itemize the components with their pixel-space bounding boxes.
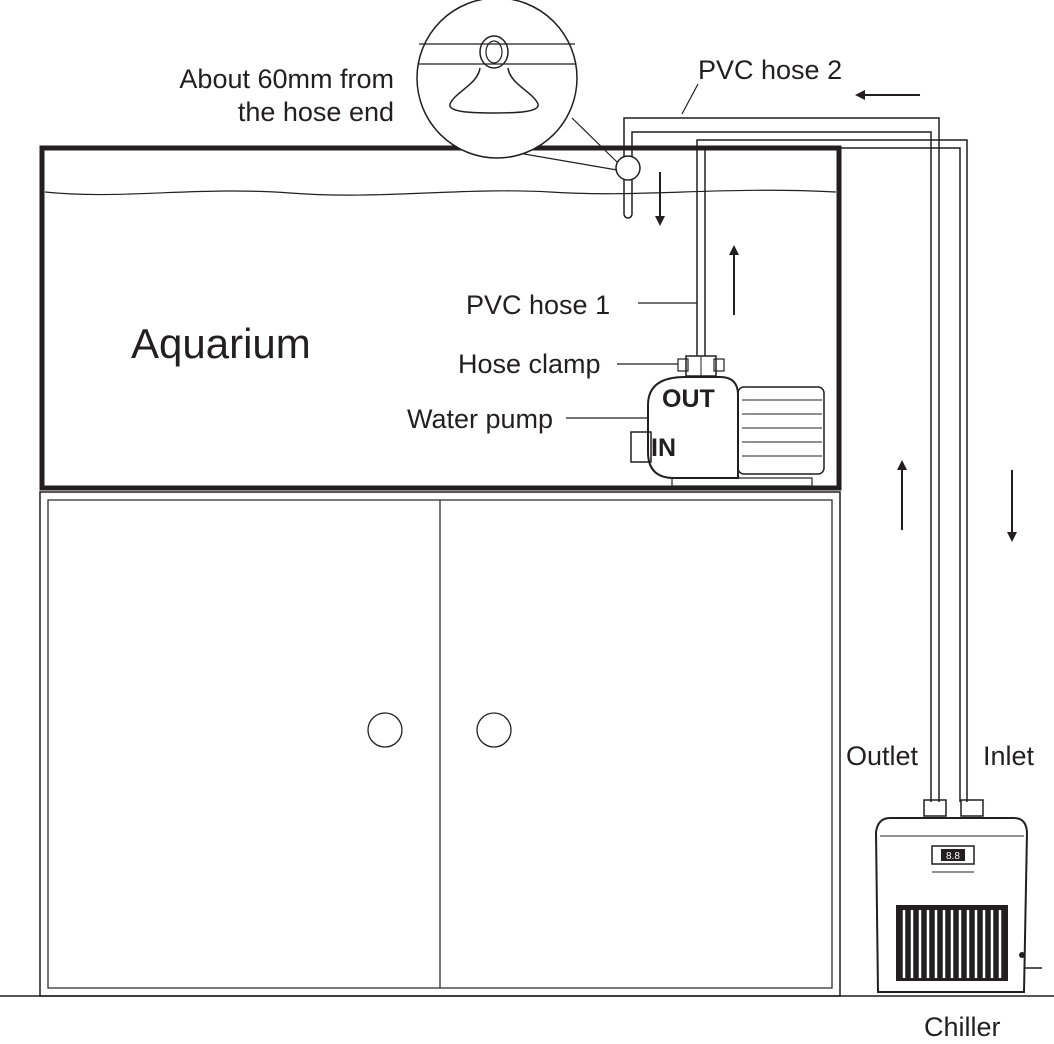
pvc-hose-2 bbox=[623, 117, 940, 802]
hose-2-end bbox=[615, 155, 641, 219]
callout-note-line-1: About 60mm from bbox=[179, 64, 394, 94]
pump-in-label: IN bbox=[651, 434, 676, 462]
chiller-outlet-fitting bbox=[923, 799, 947, 817]
hose-end-marker-circle bbox=[615, 155, 641, 181]
chiller-vent-grille bbox=[896, 905, 1008, 981]
label-chiller: Chiller bbox=[924, 1012, 1001, 1039]
left-door-knob bbox=[367, 712, 403, 748]
chiller-inlet-fitting bbox=[960, 799, 984, 817]
water-pump: OUT IN bbox=[630, 376, 825, 487]
label-pvc-hose-2: PVC hose 2 bbox=[698, 55, 842, 85]
label-hose-clamp: Hose clamp bbox=[458, 349, 601, 379]
label-water-pump: Water pump bbox=[407, 404, 553, 434]
hose-ring bbox=[479, 35, 509, 69]
suction-cup bbox=[449, 67, 539, 114]
aquarium-tank bbox=[39, 145, 842, 491]
pump-motor bbox=[737, 386, 825, 475]
pump-body bbox=[647, 376, 739, 479]
chiller-display bbox=[931, 845, 975, 865]
label-outlet: Outlet bbox=[846, 741, 919, 771]
chiller-body bbox=[874, 817, 1029, 993]
cabinet bbox=[39, 491, 841, 997]
leader-pvc-hose-2 bbox=[681, 83, 699, 115]
magnifier-circle bbox=[416, 0, 578, 159]
water-surface bbox=[44, 189, 837, 196]
pvc-hose-1 bbox=[696, 139, 968, 802]
label-aquarium: Aquarium bbox=[131, 320, 311, 367]
callout-note-line-2: the hose end bbox=[238, 97, 394, 127]
chiller-display-digits: 8.8 bbox=[946, 851, 960, 862]
right-door-knob bbox=[476, 712, 512, 748]
magnifier-callout bbox=[416, 0, 618, 171]
label-inlet: Inlet bbox=[983, 741, 1035, 771]
hose-clamp bbox=[677, 355, 725, 377]
pump-inlet-stub bbox=[630, 431, 652, 463]
label-pvc-hose-1: PVC hose 1 bbox=[466, 290, 610, 320]
chiller: 8.8 bbox=[874, 799, 1042, 993]
pump-out-label: OUT bbox=[662, 385, 715, 413]
